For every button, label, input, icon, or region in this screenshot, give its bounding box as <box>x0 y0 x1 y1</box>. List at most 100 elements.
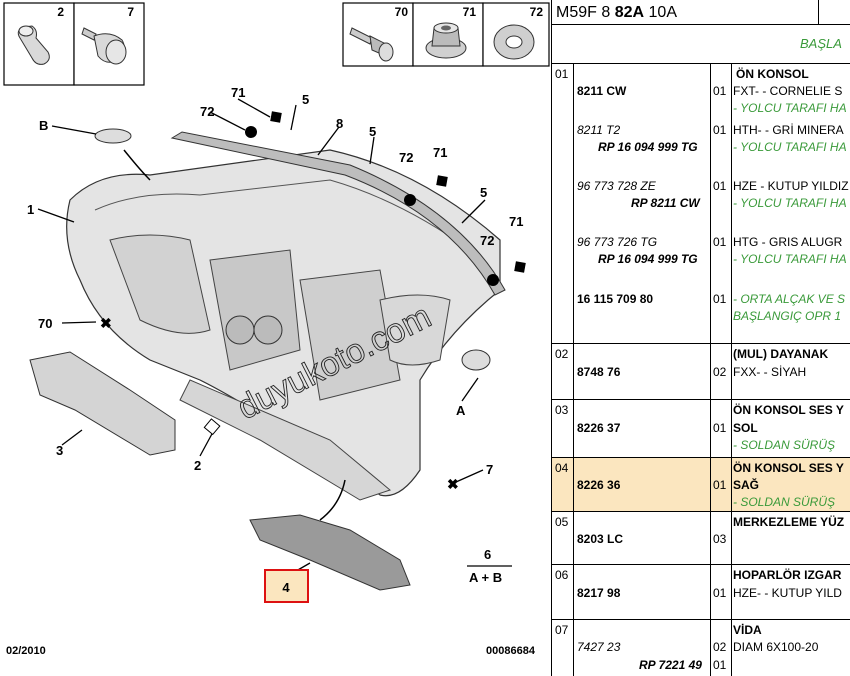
callout-4: 4 <box>282 580 290 595</box>
table-row[interactable]: 03 ÖN KONSOL SES Y 8226 37 01 SOL - SOLD… <box>552 400 850 458</box>
table-row-selected[interactable]: 04 ÖN KONSOL SES Y 8226 36 01 SAĞ - SOLD… <box>552 458 850 512</box>
document-number: 00086684 <box>486 645 535 657</box>
row-description: HZE - KUTUP YILDIZ <box>733 179 849 193</box>
cover-a[interactable] <box>461 349 491 371</box>
marker-symbols: ✖ ✖ <box>100 111 526 492</box>
row-quantity: 01 <box>713 235 727 249</box>
table-row[interactable]: 06 HOPARLÖR IZGAR 8217 98 01 HZE- - KUTU… <box>552 565 850 620</box>
callout-1: 1 <box>27 202 34 217</box>
row-quantity: 02 <box>713 365 727 379</box>
exploded-diagram-panel: 2 7 70 71 <box>3 2 550 657</box>
callout-72-c: 72 <box>480 233 494 248</box>
part-reference[interactable]: 8203 LC <box>577 532 624 546</box>
row-quantity: 01 <box>713 84 727 98</box>
washer-icon <box>493 24 535 60</box>
fastener-box-70[interactable]: 70 <box>342 2 414 67</box>
row-description: FXT- - CORNELIE S <box>733 84 843 98</box>
highlight-part-4[interactable]: 4 <box>264 569 309 603</box>
fastener-box-2[interactable]: 2 <box>3 2 75 86</box>
windscreen-strip[interactable] <box>170 131 506 296</box>
part-reference[interactable]: 96 773 726 TG <box>577 235 658 249</box>
callout-72-b: 72 <box>399 150 413 165</box>
row-description: HTH- - GRİ MINERA <box>733 123 844 137</box>
callout-6-sub: A + B <box>469 570 502 585</box>
fastener-box-72[interactable]: 72 <box>482 2 550 67</box>
dashboard-exploded-diagram: 2 7 70 71 <box>3 2 550 603</box>
table-row[interactable]: 05 MERKEZLEME YÜZ 8203 LC 03 <box>552 512 850 565</box>
glovebox-part-3[interactable] <box>29 351 176 456</box>
row-note: - ORTA ALÇAK VE S <box>733 292 846 306</box>
row-position: 07 <box>555 623 569 637</box>
row-note: - YOLCU TARAFI HA <box>733 252 847 266</box>
replacement-reference[interactable]: RP 7221 49 <box>639 658 702 672</box>
fastener-label-72: 72 <box>530 5 544 19</box>
part-reference[interactable]: 96 773 728 ZE <box>577 179 656 193</box>
dashboard-assembly[interactable] <box>66 149 501 501</box>
callout-3: 3 <box>56 443 63 458</box>
row-description: ÖN KONSOL <box>736 67 809 81</box>
callout-71-b: 71 <box>433 145 447 160</box>
row-description: MERKEZLEME YÜZ <box>733 515 845 529</box>
header-prefix: M59F 8 <box>556 4 611 21</box>
row-quantity: 01 <box>713 179 727 193</box>
callout-8: 8 <box>336 116 343 131</box>
part-reference[interactable]: 8748 76 <box>577 365 621 379</box>
fastener-box-7[interactable]: 7 <box>73 2 145 86</box>
callout-b: B <box>39 118 48 133</box>
replacement-reference[interactable]: RP 16 094 999 TG <box>598 140 698 154</box>
callout-2: 2 <box>194 458 201 473</box>
row-quantity: 01 <box>713 292 727 306</box>
row-description: DIAM 6X100-20 <box>733 640 819 654</box>
row-quantity: 01 <box>713 586 727 600</box>
row-description: HOPARLÖR IZGAR <box>733 568 842 582</box>
table-subheader: BAŞLA <box>552 25 850 64</box>
row-position: 01 <box>555 67 569 81</box>
part-reference[interactable]: 8226 37 <box>577 421 621 435</box>
row-quantity: 01 <box>713 421 727 435</box>
row-description: SAĞ <box>733 478 760 492</box>
svg-text:✖: ✖ <box>447 476 459 492</box>
row-quantity: 01 <box>713 123 727 137</box>
row-quantity: 03 <box>713 532 727 546</box>
callout-7: 7 <box>486 462 493 477</box>
callout-5-a: 5 <box>302 92 309 107</box>
row-position: 06 <box>555 568 569 582</box>
row-position: 03 <box>555 403 569 417</box>
row-note: - YOLCU TARAFI HA <box>733 140 847 154</box>
cover-b[interactable] <box>94 128 132 144</box>
row-quantity: 02 <box>713 640 727 654</box>
parts-table-panel: M59F 8 82A 10A BAŞLA 01 ÖN KONSOL 8211 C… <box>551 0 850 676</box>
header-group: 82A <box>614 4 645 21</box>
flange-nut-icon <box>425 22 467 59</box>
row-position: 05 <box>555 515 569 529</box>
fastener-label-7: 7 <box>127 5 134 19</box>
header-suffix: 10A <box>648 4 677 21</box>
subheader-text: BAŞLA <box>800 36 842 51</box>
table-row[interactable]: 01 ÖN KONSOL 8211 CW 01 FXT- - CORNELIE … <box>552 64 850 344</box>
svg-text:✖: ✖ <box>100 315 112 331</box>
row-description: VİDA <box>733 623 762 637</box>
clip-2-icon <box>17 25 50 65</box>
row-quantity: 01 <box>713 478 727 492</box>
part-reference[interactable]: 8211 CW <box>577 84 627 98</box>
callout-6: 6 <box>484 547 491 562</box>
fastener-box-71[interactable]: 71 <box>412 2 484 67</box>
part-reference[interactable]: 8211 T2 <box>577 123 621 137</box>
replacement-reference[interactable]: RP 8211 CW <box>631 196 700 210</box>
row-quantity: 01 <box>713 658 727 672</box>
fastener-label-71: 71 <box>463 5 477 19</box>
replacement-reference[interactable]: RP 16 094 999 TG <box>598 252 698 266</box>
table-row[interactable]: 02 (MUL) DAYANAK 8748 76 02 FXX- - SİYAH <box>552 344 850 400</box>
row-position: 04 <box>555 461 569 475</box>
table-header: M59F 8 82A 10A <box>552 0 850 25</box>
date-code: 02/2010 <box>6 645 46 657</box>
row-note: - YOLCU TARAFI HA <box>733 196 847 210</box>
table-row[interactable]: 07 VİDA 7427 23 02 DIAM 6X100-20 RP 7221… <box>552 620 850 676</box>
part-reference[interactable]: 16 115 709 80 <box>577 292 654 306</box>
row-note: BAŞLANGIÇ OPR 1 <box>733 309 842 323</box>
part-reference[interactable]: 8217 98 <box>577 586 621 600</box>
soundproof-part-4[interactable] <box>249 514 411 591</box>
part-reference[interactable]: 7427 23 <box>577 640 621 654</box>
callout-a: A <box>456 403 466 418</box>
part-reference[interactable]: 8226 36 <box>577 478 621 492</box>
